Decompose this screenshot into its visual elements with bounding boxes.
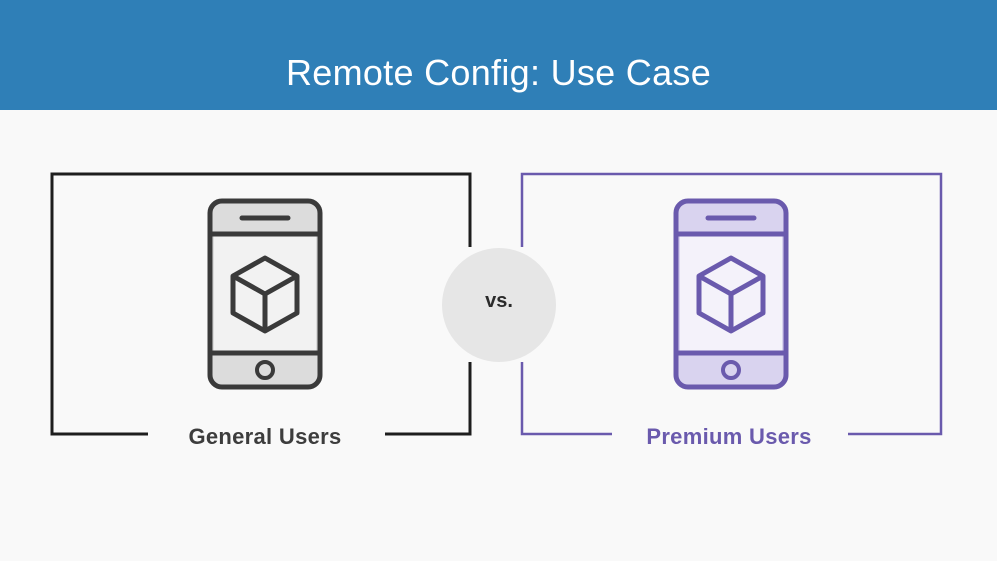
general-phone-icon	[207, 198, 323, 390]
premium-phone-icon	[673, 198, 789, 390]
title-banner: Remote Config: Use Case	[0, 0, 997, 110]
premium-panel-frame-bottom	[520, 362, 612, 436]
premium-cube-icon	[696, 255, 766, 334]
general-users-label: General Users	[188, 424, 342, 449]
general-panel-frame-right	[385, 362, 472, 436]
vs-label: vs.	[485, 290, 513, 312]
premium-users-label: Premium Users	[646, 424, 812, 449]
page-title: Remote Config: Use Case	[285, 52, 712, 93]
general-panel-frame-left	[50, 172, 472, 436]
premium-users-panel	[520, 172, 943, 436]
premium-panel-frame-top	[520, 172, 943, 436]
general-users-panel	[50, 172, 472, 436]
general-cube-icon	[230, 255, 300, 334]
vs-circle	[442, 248, 556, 362]
